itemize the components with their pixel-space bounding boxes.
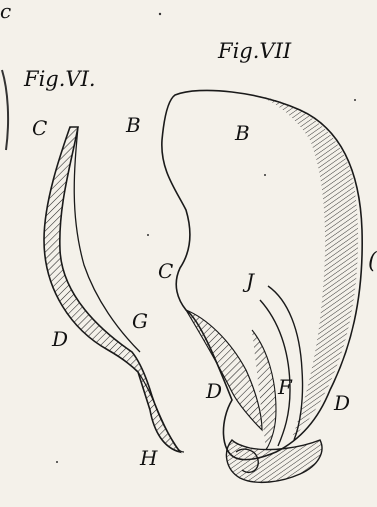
edge-mark-right: ( [368,249,377,274]
fig7-label-d-right: D [333,391,350,415]
fig7-caption: Fig.VII [217,39,292,63]
fig7-lobe-left [186,310,262,430]
fig6-label-c: C [32,116,47,140]
fig7-label-d-left: D [205,379,222,403]
fig7-base-knot [226,440,322,482]
fig6-lower-cap [138,372,184,452]
figure-6 [44,127,184,452]
fig7-label-j: J [242,269,255,293]
figure-7 [162,90,362,482]
fig6-body [44,127,180,452]
left-edge-mark [2,70,8,150]
fig7-label-c: C [158,259,173,283]
edge-mark-top-left: c [0,0,11,23]
fig6-label-g: G [132,309,148,333]
fig6-caption: Fig.VI. [23,67,96,91]
fig6-label-h: H [139,446,158,470]
fig7-label-b-outer: B [125,113,141,137]
fig7-label-f: F [277,375,293,399]
fig7-label-b-inner: B [234,121,250,145]
fig7-stalk-core [252,330,276,450]
fig6-label-d: D [51,327,68,351]
